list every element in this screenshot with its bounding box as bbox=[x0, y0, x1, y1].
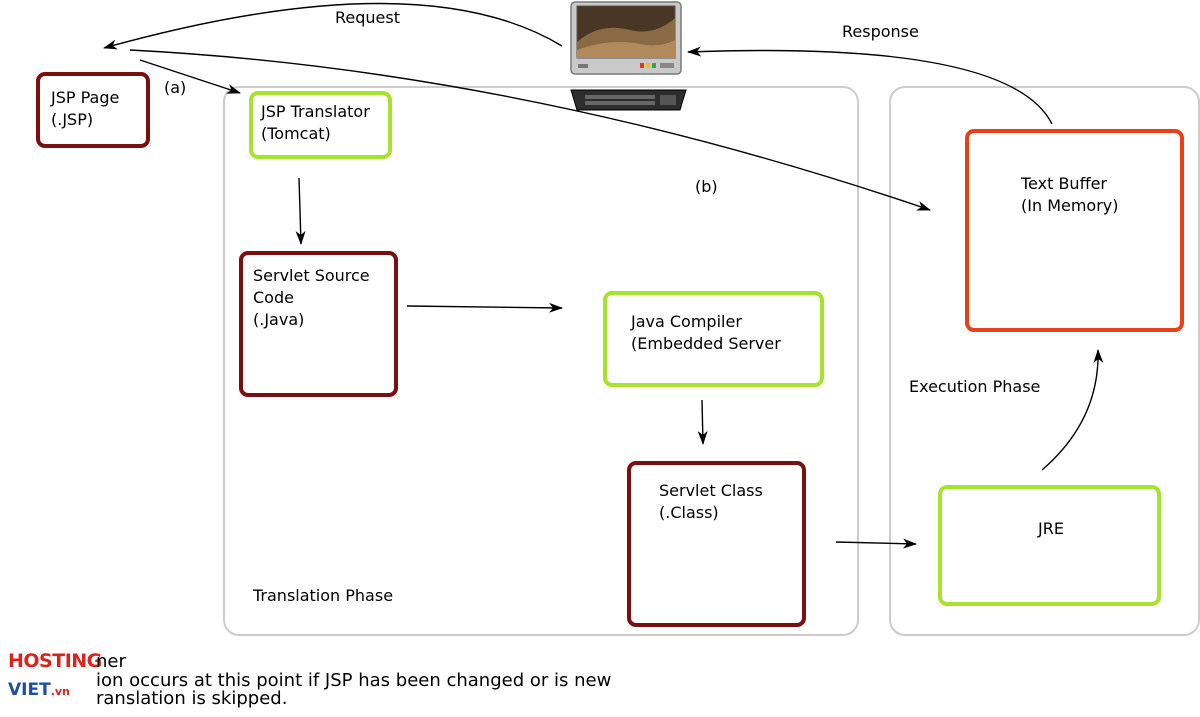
computer-icon bbox=[570, 1, 687, 111]
arrow-translator-source bbox=[295, 177, 306, 245]
request-arrow bbox=[103, 2, 563, 50]
jsp-page-box: JSP Page (.JSP) bbox=[36, 72, 150, 148]
response-label: Response bbox=[842, 22, 919, 41]
label-b: (b) bbox=[695, 177, 718, 196]
arrow-jre-buffer bbox=[1041, 349, 1104, 471]
text-buffer-box: Text Buffer (In Memory) bbox=[965, 129, 1184, 332]
execution-phase-label: Execution Phase bbox=[909, 377, 1041, 396]
viet-logo-suffix: .vn bbox=[50, 685, 70, 698]
footer-line-1: ner bbox=[96, 651, 126, 672]
text-buffer-label: Text Buffer (In Memory) bbox=[1021, 174, 1119, 215]
jre-label: JRE bbox=[1038, 519, 1064, 538]
viet-logo-text: VIET.vn bbox=[8, 680, 70, 700]
hosting-logo-text: HOSTING bbox=[8, 650, 102, 672]
servlet-source-box: Servlet Source Code (.Java) bbox=[239, 251, 398, 397]
request-label: Request bbox=[335, 8, 400, 27]
servlet-source-label: Servlet Source Code (.Java) bbox=[253, 266, 370, 329]
footer-line-3: ranslation is skipped. bbox=[96, 688, 288, 709]
label-a: (a) bbox=[164, 78, 187, 97]
jsp-page-label: JSP Page (.JSP) bbox=[51, 88, 120, 129]
java-compiler-box: Java Compiler (Embedded Server bbox=[603, 291, 824, 387]
arrow-b bbox=[129, 49, 931, 211]
servlet-class-box: Servlet Class (.Class) bbox=[627, 461, 806, 627]
arrow-compiler-class bbox=[697, 399, 708, 445]
execution-phase-container bbox=[889, 86, 1200, 636]
arrow-a bbox=[139, 59, 241, 94]
jre-box: JRE bbox=[938, 485, 1161, 606]
arrow-class-jre bbox=[835, 538, 917, 549]
java-compiler-label: Java Compiler (Embedded Server bbox=[631, 312, 781, 353]
jsp-translator-box: JSP Translator (Tomcat) bbox=[249, 91, 392, 159]
jsp-translator-label: JSP Translator (Tomcat) bbox=[261, 102, 370, 143]
response-arrow bbox=[687, 46, 1053, 125]
translation-phase-label: Translation Phase bbox=[253, 586, 394, 605]
footer-line-2: ion occurs at this point if JSP has been… bbox=[96, 670, 612, 691]
servlet-class-label: Servlet Class (.Class) bbox=[659, 481, 763, 522]
arrow-source-compiler bbox=[406, 302, 563, 313]
viet-logo-word: VIET bbox=[8, 680, 51, 700]
translation-phase-container bbox=[223, 86, 859, 636]
